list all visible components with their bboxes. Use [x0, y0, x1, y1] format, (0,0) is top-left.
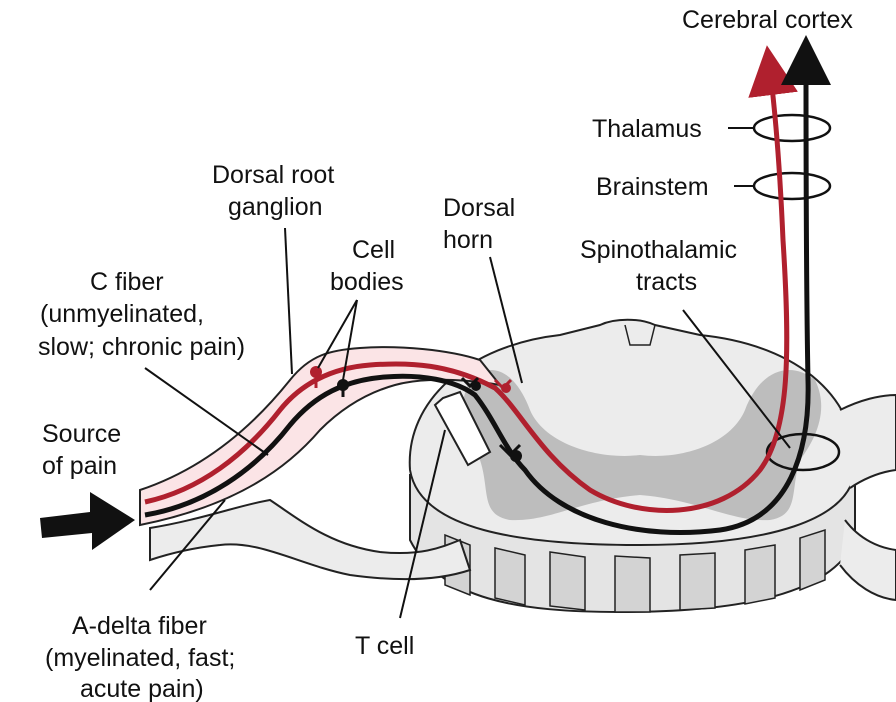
label-cerebral-cortex: Cerebral cortex [682, 6, 853, 34]
label-spinothalamic-line1: Spinothalamic [580, 236, 737, 264]
label-source-of-pain-line2: of pain [42, 452, 117, 480]
label-dorsal-horn-line2: horn [443, 226, 493, 254]
label-a-delta-line2: (myelinated, fast; [45, 644, 235, 672]
label-source-of-pain-line1: Source [42, 420, 121, 448]
label-dorsal-root-ganglion-line1: Dorsal root [212, 161, 334, 189]
label-c-fiber-line3: slow; chronic pain) [38, 333, 245, 361]
label-cell-bodies-line1: Cell [352, 236, 395, 264]
label-dorsal-horn-line1: Dorsal [443, 194, 515, 222]
label-thalamus: Thalamus [592, 115, 702, 143]
right-spinal-nerve-lower [840, 520, 896, 600]
label-t-cell: T cell [355, 632, 414, 660]
label-a-delta-line1: A-delta fiber [72, 612, 207, 640]
thalamus-ring [754, 115, 830, 141]
label-c-fiber-line2: (unmyelinated, [40, 300, 204, 328]
label-a-delta-line3: acute pain) [80, 675, 204, 702]
label-spinothalamic-line2: tracts [636, 268, 697, 296]
label-c-fiber-line1: C fiber [90, 268, 164, 296]
right-spinal-nerve [840, 395, 896, 488]
label-dorsal-root-ganglion-line2: ganglion [228, 193, 323, 221]
label-cell-bodies-line2: bodies [330, 268, 404, 296]
label-brainstem: Brainstem [596, 173, 709, 201]
arrow-right-icon [40, 492, 135, 550]
brainstem-ring [754, 173, 830, 199]
